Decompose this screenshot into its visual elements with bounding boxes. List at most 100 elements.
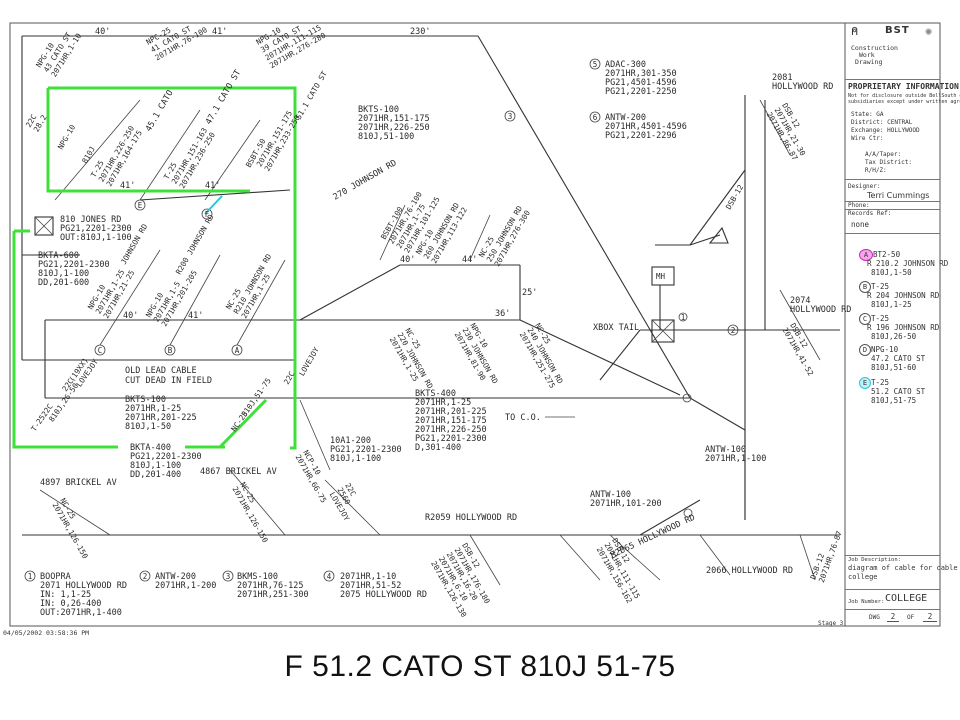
svg-text:2071 HOLLYWOOD RD: 2071 HOLLYWOOD RD: [40, 581, 127, 591]
svg-text:47.1 CATO ST: 47.1 CATO ST: [204, 68, 243, 126]
label-2066-hollywood: 2066 HOLLYWOOD RD: [706, 566, 793, 576]
svg-text:4: 4: [327, 572, 332, 581]
dim-230: 230': [410, 27, 430, 37]
label-antw100: ANTW-100 2071HR,1-100: [705, 445, 766, 464]
svg-text:PG21,2201-2300: PG21,2201-2300: [38, 260, 110, 270]
svg-text:ANTW-100: ANTW-100: [590, 490, 631, 500]
dim-40-right: 40': [400, 255, 415, 265]
svg-text:810J,1-100: 810J,1-100: [330, 454, 381, 464]
svg-text:ADAC-300: ADAC-300: [605, 60, 646, 70]
svg-text:PG21,2201-2300: PG21,2201-2300: [60, 224, 132, 234]
label-2081-hollywood: 2081 HOLLYWOOD RD: [772, 73, 833, 92]
legend-c-line-2: R 196 JOHNSON RD: [867, 323, 940, 332]
svg-text:2071HR,76-125: 2071HR,76-125: [237, 581, 304, 591]
field-wire-ctr: Wire Ctr:: [851, 135, 884, 142]
label-22c: 22C 28.2: [24, 113, 49, 134]
dim-25-right: 25': [522, 288, 537, 298]
svg-text:270 JOHNSON RD: 270 JOHNSON RD: [332, 158, 399, 202]
legend-mark-b: B: [859, 281, 871, 293]
label-220-johnson: NC-25 220 JOHNSON RD 2071HR,1-25: [388, 327, 435, 391]
svg-text:PG21,2201-2300: PG21,2201-2300: [330, 445, 402, 455]
svg-text:DD,201-400: DD,201-400: [130, 470, 181, 480]
legend-a-line-2: R 210.2 JOHNSON RD: [867, 259, 949, 268]
label-t25-b: T-25 2071HR,151-163 2071HR,236-250: [162, 126, 217, 190]
legend-mark-c: C: [859, 313, 871, 325]
callout-5: 5: [593, 60, 598, 69]
callout-b: B: [168, 346, 173, 355]
svg-text:D,301-400: D,301-400: [415, 443, 461, 453]
logo-sub-1: Construction: [851, 44, 898, 52]
svg-text:2071HR,301-350: 2071HR,301-350: [605, 69, 677, 79]
label-brickel-4867: 4867 BRICKEL AV: [200, 467, 277, 477]
legend-d-line-3: 810J,51-60: [871, 363, 917, 372]
svg-text:DD,201-600: DD,201-600: [38, 278, 89, 288]
label-t25-c: T-25 22C 810J,26-50: [29, 381, 80, 433]
legend-e-line-3: 810J,51-75: [871, 396, 917, 405]
svg-text:2071HR,201-225: 2071HR,201-225: [415, 407, 487, 417]
label-bkts100: BKTS-100 2071HR,1-25 2071HR,201-225 810J…: [125, 395, 197, 432]
label-240-johnson: NC-25 240 JOHNSON RD 2071HR,251-275: [518, 322, 565, 390]
label-r200-johnson: R200 JOHNSON RD: [174, 212, 216, 276]
svg-text:2071HR,251-300: 2071HR,251-300: [237, 590, 309, 600]
label-antw100-b: ANTW-100 2071HR,101-200: [590, 490, 662, 509]
svg-text:2071HR,1-200: 2071HR,1-200: [155, 581, 216, 591]
sunburst-icon: ✺: [925, 24, 933, 38]
label-bsbt50: BSBT-50 2071HR,151-175 2071HR,233-250: [244, 109, 302, 173]
bst-logo: BST: [885, 25, 910, 36]
svg-text:2071HR,4501-4596: 2071HR,4501-4596: [605, 122, 687, 132]
svg-text:ANTW-200: ANTW-200: [605, 113, 646, 123]
proprietary-title: PROPRIETARY INFORMATION: [848, 82, 959, 91]
tb-rule-2: [845, 179, 940, 180]
job-number-label: Job Number:: [848, 599, 885, 605]
print-timestamp: 04/05/2002 03:58:36 PM: [3, 629, 90, 637]
svg-text:2074: 2074: [790, 296, 810, 306]
legend-a-line-1: BT2-50: [873, 250, 901, 259]
label-45-1-cato: 45.1 CATO: [144, 89, 176, 134]
junction-symbols: [34, 110, 739, 518]
label-to-co: TO C.O.: [505, 413, 541, 423]
title-block: BST ⍝ ✺ Construction Work Drawing PROPRI…: [845, 23, 960, 626]
label-dsb12-d: DSB-12 2071HR,176-180 2071HR,16-20 2071H…: [429, 542, 492, 620]
svg-text:HOLLYWOOD RD: HOLLYWOOD RD: [772, 82, 833, 92]
svg-text:OLD LEAD CABLE: OLD LEAD CABLE: [125, 366, 197, 376]
svg-text:NPG-10: NPG-10: [56, 123, 78, 151]
legend-c-line-1: T-25: [871, 314, 890, 323]
callout-3: 3: [508, 112, 513, 121]
bell-logo-icon: ⍝: [851, 24, 859, 38]
svg-text:2071HR,201-225: 2071HR,201-225: [125, 413, 197, 423]
label-xbox-tail: XBOX TAIL: [593, 323, 639, 333]
svg-text:51.1 CATO ST: 51.1 CATO ST: [294, 69, 329, 121]
legend-b-line-3: 810J,1-25: [871, 300, 912, 309]
svg-text:2081: 2081: [772, 73, 792, 83]
svg-text:2071HR,1-25: 2071HR,1-25: [415, 398, 471, 408]
dim-41-mid: 41': [188, 311, 203, 321]
svg-text:OUT:2071HR,1-400: OUT:2071HR,1-400: [40, 608, 122, 618]
svg-text:810J,1-50: 810J,1-50: [125, 422, 171, 432]
cable-routes: [21, 35, 840, 586]
field-tax-district: Tax District:: [865, 159, 912, 166]
svg-text:HOLLYWOOD RD: HOLLYWOOD RD: [790, 305, 851, 315]
svg-text:CUT DEAD IN FIELD: CUT DEAD IN FIELD: [125, 376, 212, 386]
svg-text:2071HR,1-10: 2071HR,1-10: [340, 572, 396, 582]
svg-text:2: 2: [143, 572, 148, 581]
legend-b-line-2: R 204 JOHNSON RD: [867, 291, 940, 300]
svg-text:BKTA-600: BKTA-600: [38, 251, 79, 261]
svg-text:BKTA-400: BKTA-400: [130, 443, 171, 453]
field-taper: A/A/Taper:: [865, 151, 902, 158]
label-r2059: R2059 HOLLYWOOD RD: [425, 513, 517, 523]
stage-label: Stage 3: [818, 620, 844, 627]
job-desc-line-1: diagram of cable for cable: [848, 564, 958, 572]
label-npc25-41: NPC-25 41 CATO ST 2071HR,76-100: [145, 24, 210, 62]
svg-text:PG21,2201-2300: PG21,2201-2300: [415, 434, 487, 444]
logo-sub-2: Work: [859, 51, 875, 59]
label-bkta400: BKTA-400 PG21,2201-2300 810J,1-100 DD,20…: [130, 443, 202, 480]
dim-41: 41': [212, 27, 227, 37]
svg-text:2071HR,226-250: 2071HR,226-250: [358, 123, 430, 133]
label-lovejoy-2: 22C LOVEJOY: [282, 345, 321, 386]
svg-text:LOVEJOY: LOVEJOY: [297, 345, 321, 377]
svg-text:2071HR,1-25: 2071HR,1-25: [125, 404, 181, 414]
dwg-number: 2: [887, 612, 899, 622]
svg-text:DSB-12: DSB-12: [724, 183, 745, 211]
label-2074-hollywood: 2074 HOLLYWOOD RD: [790, 296, 851, 315]
